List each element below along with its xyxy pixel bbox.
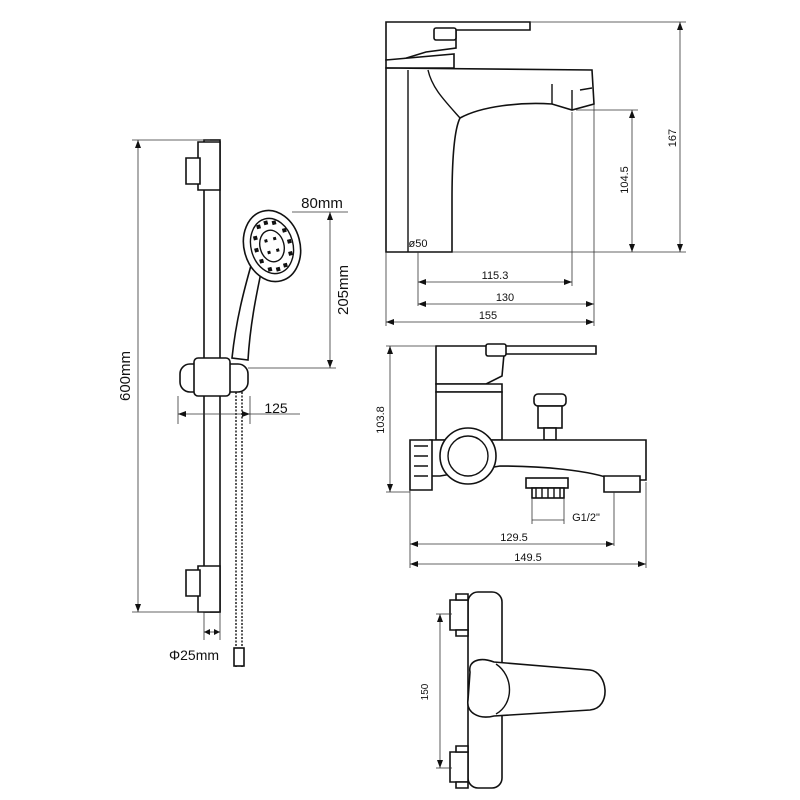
label-103-8: 103.8 bbox=[375, 406, 387, 434]
label-phi25mm: Φ25mm bbox=[169, 647, 219, 663]
basin-mixer-lever bbox=[385, 21, 531, 61]
bath-thread-outlet bbox=[525, 477, 569, 489]
label-125: 125 bbox=[264, 400, 288, 416]
top-view-lower-nut bbox=[449, 751, 469, 783]
label-130: 130 bbox=[496, 292, 514, 304]
label-167: 167 bbox=[667, 129, 679, 147]
label-205mm: 205mm bbox=[335, 265, 352, 315]
bath-diverter bbox=[533, 393, 567, 407]
rail-top-bracket bbox=[197, 141, 221, 191]
bath-mixer-drawing: 103.8 G1/2" 129.5 149.5 bbox=[375, 343, 647, 568]
bath-mixer-top-view: 150 bbox=[420, 591, 606, 789]
hand-shower-head bbox=[242, 209, 302, 283]
dim-205: 205mm bbox=[248, 212, 352, 369]
label-o50: ø50 bbox=[409, 238, 428, 250]
dim-125: 125 bbox=[177, 396, 300, 424]
dim-600: 600mm bbox=[117, 139, 210, 613]
dim-80: 80mm bbox=[292, 195, 348, 213]
label-150: 150 bbox=[420, 683, 431, 700]
basin-mixer-drawing: 167 104.5 ø50 115.3 130 155 bbox=[385, 21, 686, 326]
label-600mm: 600mm bbox=[117, 351, 134, 401]
top-view-upper-nut bbox=[449, 599, 469, 631]
label-155: 155 bbox=[479, 310, 497, 322]
basin-mixer-body bbox=[385, 67, 595, 253]
label-115-3: 115.3 bbox=[482, 270, 509, 282]
bath-connector-nut bbox=[409, 439, 433, 491]
label-104-5: 104.5 bbox=[619, 166, 631, 194]
rail-bottom-bracket bbox=[197, 565, 221, 613]
label-149-5: 149.5 bbox=[514, 552, 542, 564]
dim-phi25: Φ25mm bbox=[169, 612, 221, 663]
bath-mixer-lever bbox=[435, 345, 597, 385]
label-129-5: 129.5 bbox=[500, 532, 528, 544]
shower-set-drawing: 600mm 80mm 205mm 125 Φ25mm bbox=[117, 139, 352, 668]
label-80mm: 80mm bbox=[301, 195, 343, 212]
hand-shower-handle bbox=[231, 260, 263, 361]
top-view-handle bbox=[467, 658, 606, 718]
label-g1-2: G1/2" bbox=[572, 512, 600, 524]
